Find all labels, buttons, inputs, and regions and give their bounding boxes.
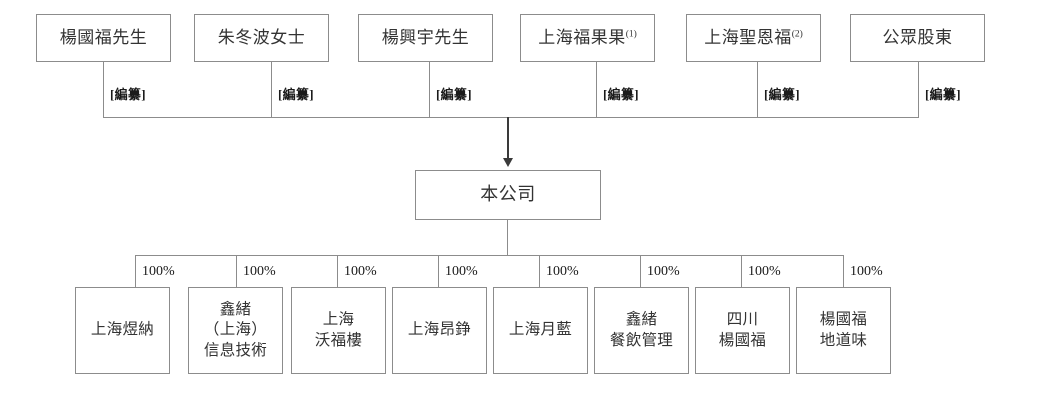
subsidiary-box-8[interactable]: 楊國福 地道味 [796,287,891,374]
edit-label-1: [編纂] [110,87,146,102]
connector-shareholder-6 [918,62,919,118]
connector-subsidiary-1 [135,255,136,287]
ownership-label-5: 100% [546,264,579,279]
ownership-label-4: 100% [445,264,478,279]
ownership-label-8: 100% [850,264,883,279]
shareholder-box-3[interactable]: 楊興宇先生 [358,14,493,62]
shareholder-label-3: 楊興宇先生 [381,27,470,47]
connector-company-down [507,220,508,255]
shareholder-label-4: 上海福果果(1) [538,27,637,47]
connector-shareholder-1 [103,62,104,118]
connector-shareholder-5 [757,62,758,118]
subsidiary-label-3: 上海 沃福樓 [314,311,363,349]
shareholder-bus-line [103,117,919,118]
subsidiary-box-2[interactable]: 鑫緒 （上海） 信息技術 [188,287,283,374]
shareholder-box-6[interactable]: 公眾股東 [850,14,985,62]
shareholder-label-6: 公眾股東 [882,27,953,47]
shareholder-box-5[interactable]: 上海聖恩福(2) [686,14,821,62]
connector-shareholder-3 [429,62,430,118]
ownership-label-1: 100% [142,264,175,279]
company-box[interactable]: 本公司 [415,170,601,220]
edit-label-5: [編纂] [764,87,800,102]
ownership-label-6: 100% [647,264,680,279]
edit-label-3: [編纂] [436,87,472,102]
connector-subsidiary-3 [337,255,338,287]
subsidiary-box-1[interactable]: 上海煜納 [75,287,170,374]
edit-label-6: [編纂] [925,87,961,102]
connector-subsidiary-7 [741,255,742,287]
subsidiary-label-7: 四川 楊國福 [718,311,767,349]
connector-shareholder-4 [596,62,597,118]
subsidiary-label-2: 鑫緒 （上海） 信息技術 [203,300,268,359]
shareholder-label-5: 上海聖恩福(2) [704,27,803,47]
ownership-label-2: 100% [243,264,276,279]
subsidiary-label-4: 上海昂錚 [407,321,472,339]
ownership-label-7: 100% [748,264,781,279]
subsidiary-label-6: 鑫緒 餐飲管理 [609,311,674,349]
subsidiary-bus-line [135,255,843,256]
shareholder-label-1: 楊國福先生 [59,27,148,47]
shareholder-box-2[interactable]: 朱冬波女士 [194,14,329,62]
subsidiary-box-7[interactable]: 四川 楊國福 [695,287,790,374]
company-arrow-stem [507,117,509,160]
edit-label-4: [編纂] [603,87,639,102]
connector-subsidiary-4 [438,255,439,287]
subsidiary-label-5: 上海月藍 [508,321,573,339]
subsidiary-label-8: 楊國福 地道味 [819,311,868,349]
company-label: 本公司 [480,184,536,205]
shareholder-sup-4: (1) [625,29,637,40]
shareholder-label-2: 朱冬波女士 [217,27,306,47]
subsidiary-box-3[interactable]: 上海 沃福樓 [291,287,386,374]
connector-shareholder-2 [271,62,272,118]
subsidiary-label-1: 上海煜納 [90,321,155,339]
shareholder-box-1[interactable]: 楊國福先生 [36,14,171,62]
connector-subsidiary-5 [539,255,540,287]
subsidiary-box-4[interactable]: 上海昂錚 [392,287,487,374]
shareholder-sup-5: (2) [791,29,803,40]
connector-subsidiary-2 [236,255,237,287]
connector-subsidiary-8 [843,255,844,287]
company-arrow-head [503,158,513,167]
subsidiary-box-5[interactable]: 上海月藍 [493,287,588,374]
ownership-label-3: 100% [344,264,377,279]
subsidiary-box-6[interactable]: 鑫緒 餐飲管理 [594,287,689,374]
shareholder-box-4[interactable]: 上海福果果(1) [520,14,655,62]
connector-subsidiary-6 [640,255,641,287]
edit-label-2: [編纂] [278,87,314,102]
